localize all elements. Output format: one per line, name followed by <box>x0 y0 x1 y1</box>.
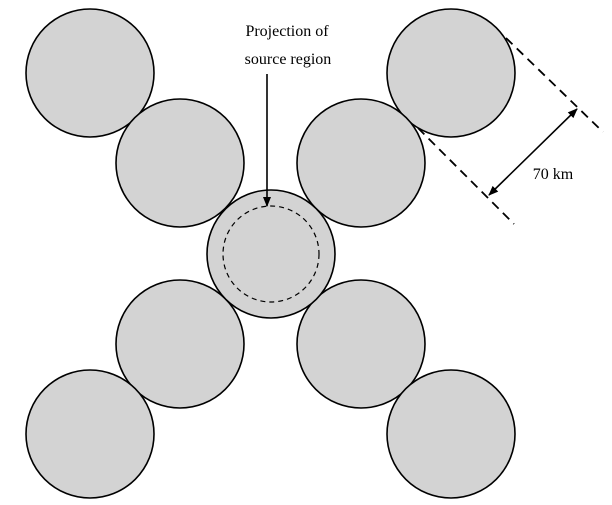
circle-upper-left-inner <box>115 98 245 228</box>
dimension-arrow <box>488 108 578 196</box>
circle-lower-right-inner <box>296 279 426 409</box>
circle-center <box>206 189 336 319</box>
annotation-line-2: source region <box>245 51 332 68</box>
circle-lower-left-outer <box>25 369 155 499</box>
circle-lower-left-inner <box>115 279 245 409</box>
dimension-label: 70 km <box>533 166 574 183</box>
circle-lower-right-outer <box>386 369 516 499</box>
extension-line-lower <box>417 127 515 225</box>
circle-upper-right-inner <box>296 98 426 228</box>
circle-upper-right-outer <box>386 8 516 138</box>
extension-line-upper <box>505 37 604 133</box>
circle-upper-left-outer <box>25 8 155 138</box>
annotation-line-1: Projection of <box>245 23 329 40</box>
source-region-projection <box>222 205 320 303</box>
